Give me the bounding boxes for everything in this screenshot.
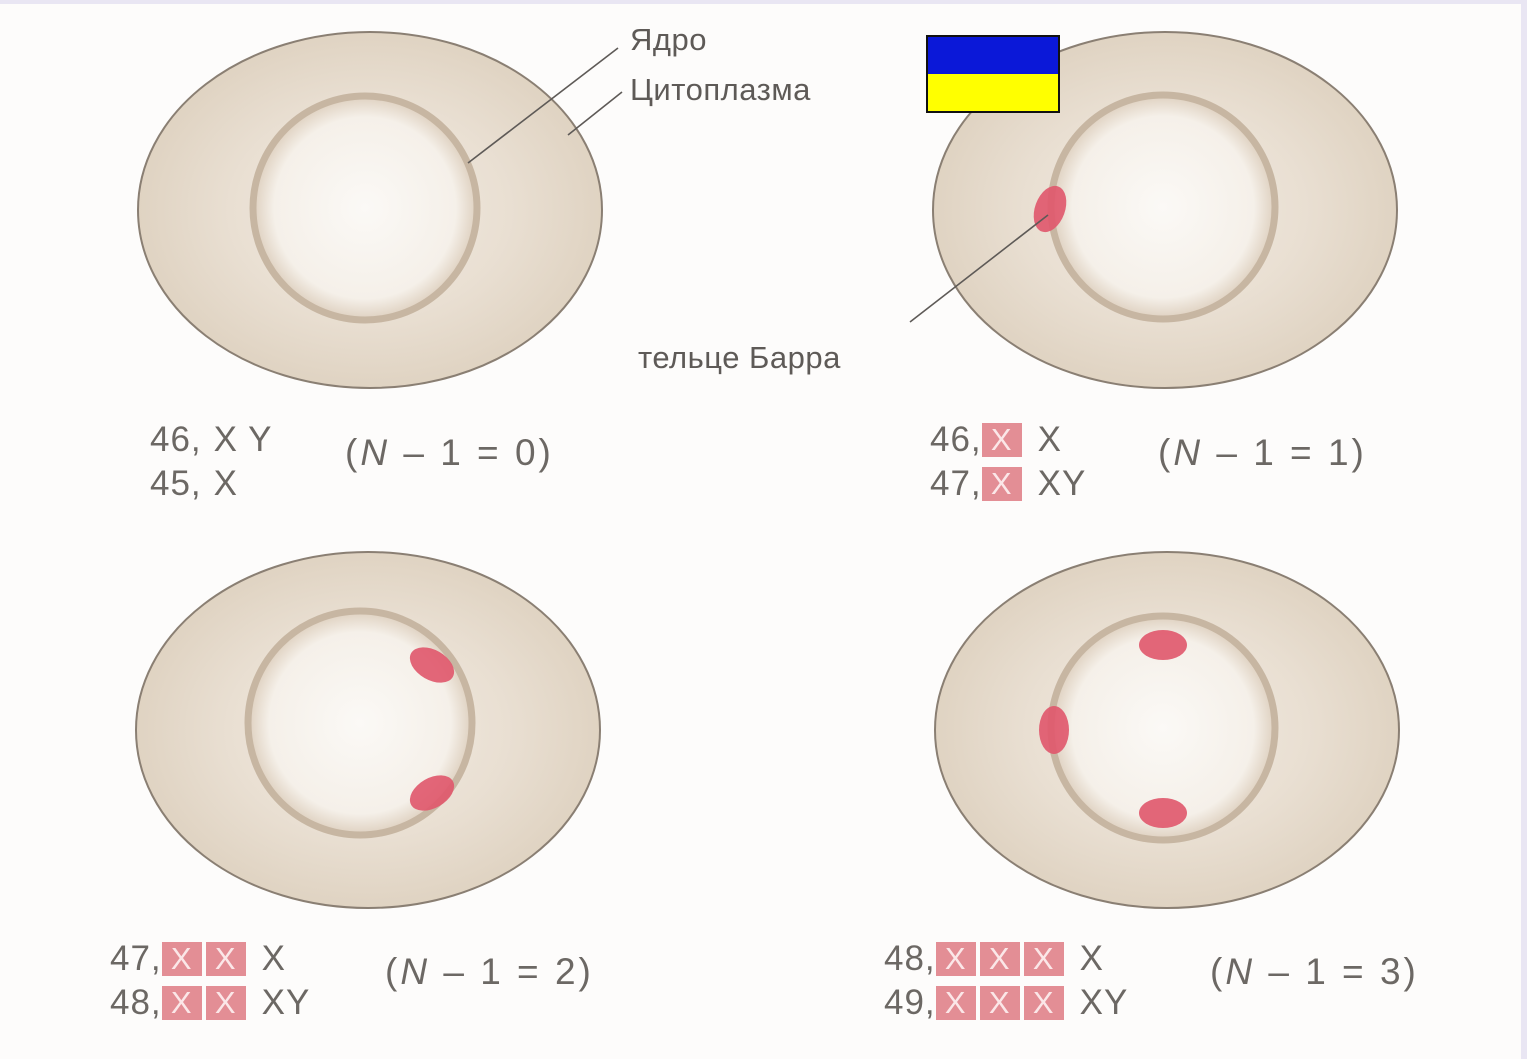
nucleus-leader-line xyxy=(467,47,619,164)
inactive-x-chromosome-box: X xyxy=(935,942,976,976)
barr-body-formula: (N – 1 = 3) xyxy=(1210,951,1419,993)
inactive-x-chromosome-box: X xyxy=(1023,942,1064,976)
nucleus xyxy=(1047,91,1279,323)
inactive-x-chromosome-box: X xyxy=(161,986,202,1020)
formula-open-paren: ( xyxy=(385,951,401,992)
barr-body-formula: (N – 1 = 1) xyxy=(1158,432,1367,474)
chromosome-count: 46, xyxy=(150,420,202,459)
chromosome-count: 46, xyxy=(930,420,982,459)
formula-variable: N xyxy=(1173,432,1204,473)
active-sex-chromosomes: XY xyxy=(261,983,311,1022)
nucleus-label: Ядро xyxy=(630,22,707,57)
active-sex-chromosomes: X xyxy=(1079,939,1105,978)
formula-expression: – 1 = 3) xyxy=(1255,951,1419,992)
cell-4 xyxy=(934,551,1400,909)
formula-variable: N xyxy=(400,951,431,992)
chromosome-count: 47, xyxy=(930,464,982,503)
chromosome-count: 45, xyxy=(150,464,202,503)
active-sex-chromosomes: X xyxy=(1037,420,1063,459)
inactive-x-chromosome-box: X xyxy=(205,986,246,1020)
chromosome-count: 49, xyxy=(884,983,936,1022)
formula-open-paren: ( xyxy=(345,432,361,473)
formula-open-paren: ( xyxy=(1158,432,1174,473)
callout-leader-lines xyxy=(467,47,1049,323)
inactive-x-chromosome-box: X xyxy=(979,986,1020,1020)
active-sex-chromosomes: X Y xyxy=(213,420,273,459)
formula-expression: – 1 = 0) xyxy=(390,432,554,473)
formula-variable: N xyxy=(1225,951,1256,992)
active-sex-chromosomes: X xyxy=(261,939,287,978)
active-sex-chromosomes: XY xyxy=(1037,464,1087,503)
formula-variable: N xyxy=(360,432,391,473)
active-sex-chromosomes: X xyxy=(213,464,239,503)
karyotype-row: 45, X xyxy=(150,462,272,506)
cell-2 xyxy=(932,31,1398,389)
inactive-x-chromosome-box: X xyxy=(161,942,202,976)
formula-open-paren: ( xyxy=(1210,951,1226,992)
barr-body xyxy=(409,647,455,683)
formula-expression: – 1 = 2) xyxy=(430,951,594,992)
barr-body-formula: (N – 1 = 0) xyxy=(345,432,554,474)
karyotype-row: 47,X XY xyxy=(930,462,1086,506)
flag-yellow-stripe xyxy=(928,74,1058,111)
karyotype-block-1: 46, X Y 45, X xyxy=(150,418,272,506)
cell-1 xyxy=(137,31,603,389)
inactive-x-chromosome-box: X xyxy=(981,467,1022,501)
inactive-x-chromosome-box: X xyxy=(205,942,246,976)
barr-body-formula: (N – 1 = 2) xyxy=(385,951,594,993)
inactive-x-chromosome-box: X xyxy=(1023,986,1064,1020)
cytoplasm-label: Цитоплазма xyxy=(630,72,811,107)
barr-body xyxy=(409,775,455,811)
inactive-x-chromosome-box: X xyxy=(979,942,1020,976)
inactive-x-chromosome-box: X xyxy=(981,423,1022,457)
barr-body-label: тельце Барра xyxy=(638,340,841,375)
chromosome-count: 48, xyxy=(884,939,936,978)
karyotype-row: 46, X Y xyxy=(150,418,272,462)
nucleus xyxy=(249,92,481,324)
barr-body xyxy=(1139,630,1187,660)
cytoplasm-leader-line xyxy=(567,91,623,136)
active-sex-chromosomes: XY xyxy=(1079,983,1129,1022)
chromosome-count: 47, xyxy=(110,939,162,978)
ukraine-flag-icon xyxy=(926,35,1060,113)
inactive-x-chromosome-box: X xyxy=(935,986,976,1020)
barr-body xyxy=(1039,706,1069,754)
barr-body-leader-line xyxy=(909,214,1049,323)
chromosome-count: 48, xyxy=(110,983,162,1022)
flag-blue-stripe xyxy=(928,37,1058,74)
cell-3 xyxy=(135,551,601,909)
formula-expression: – 1 = 1) xyxy=(1203,432,1367,473)
barr-body xyxy=(1139,798,1187,828)
